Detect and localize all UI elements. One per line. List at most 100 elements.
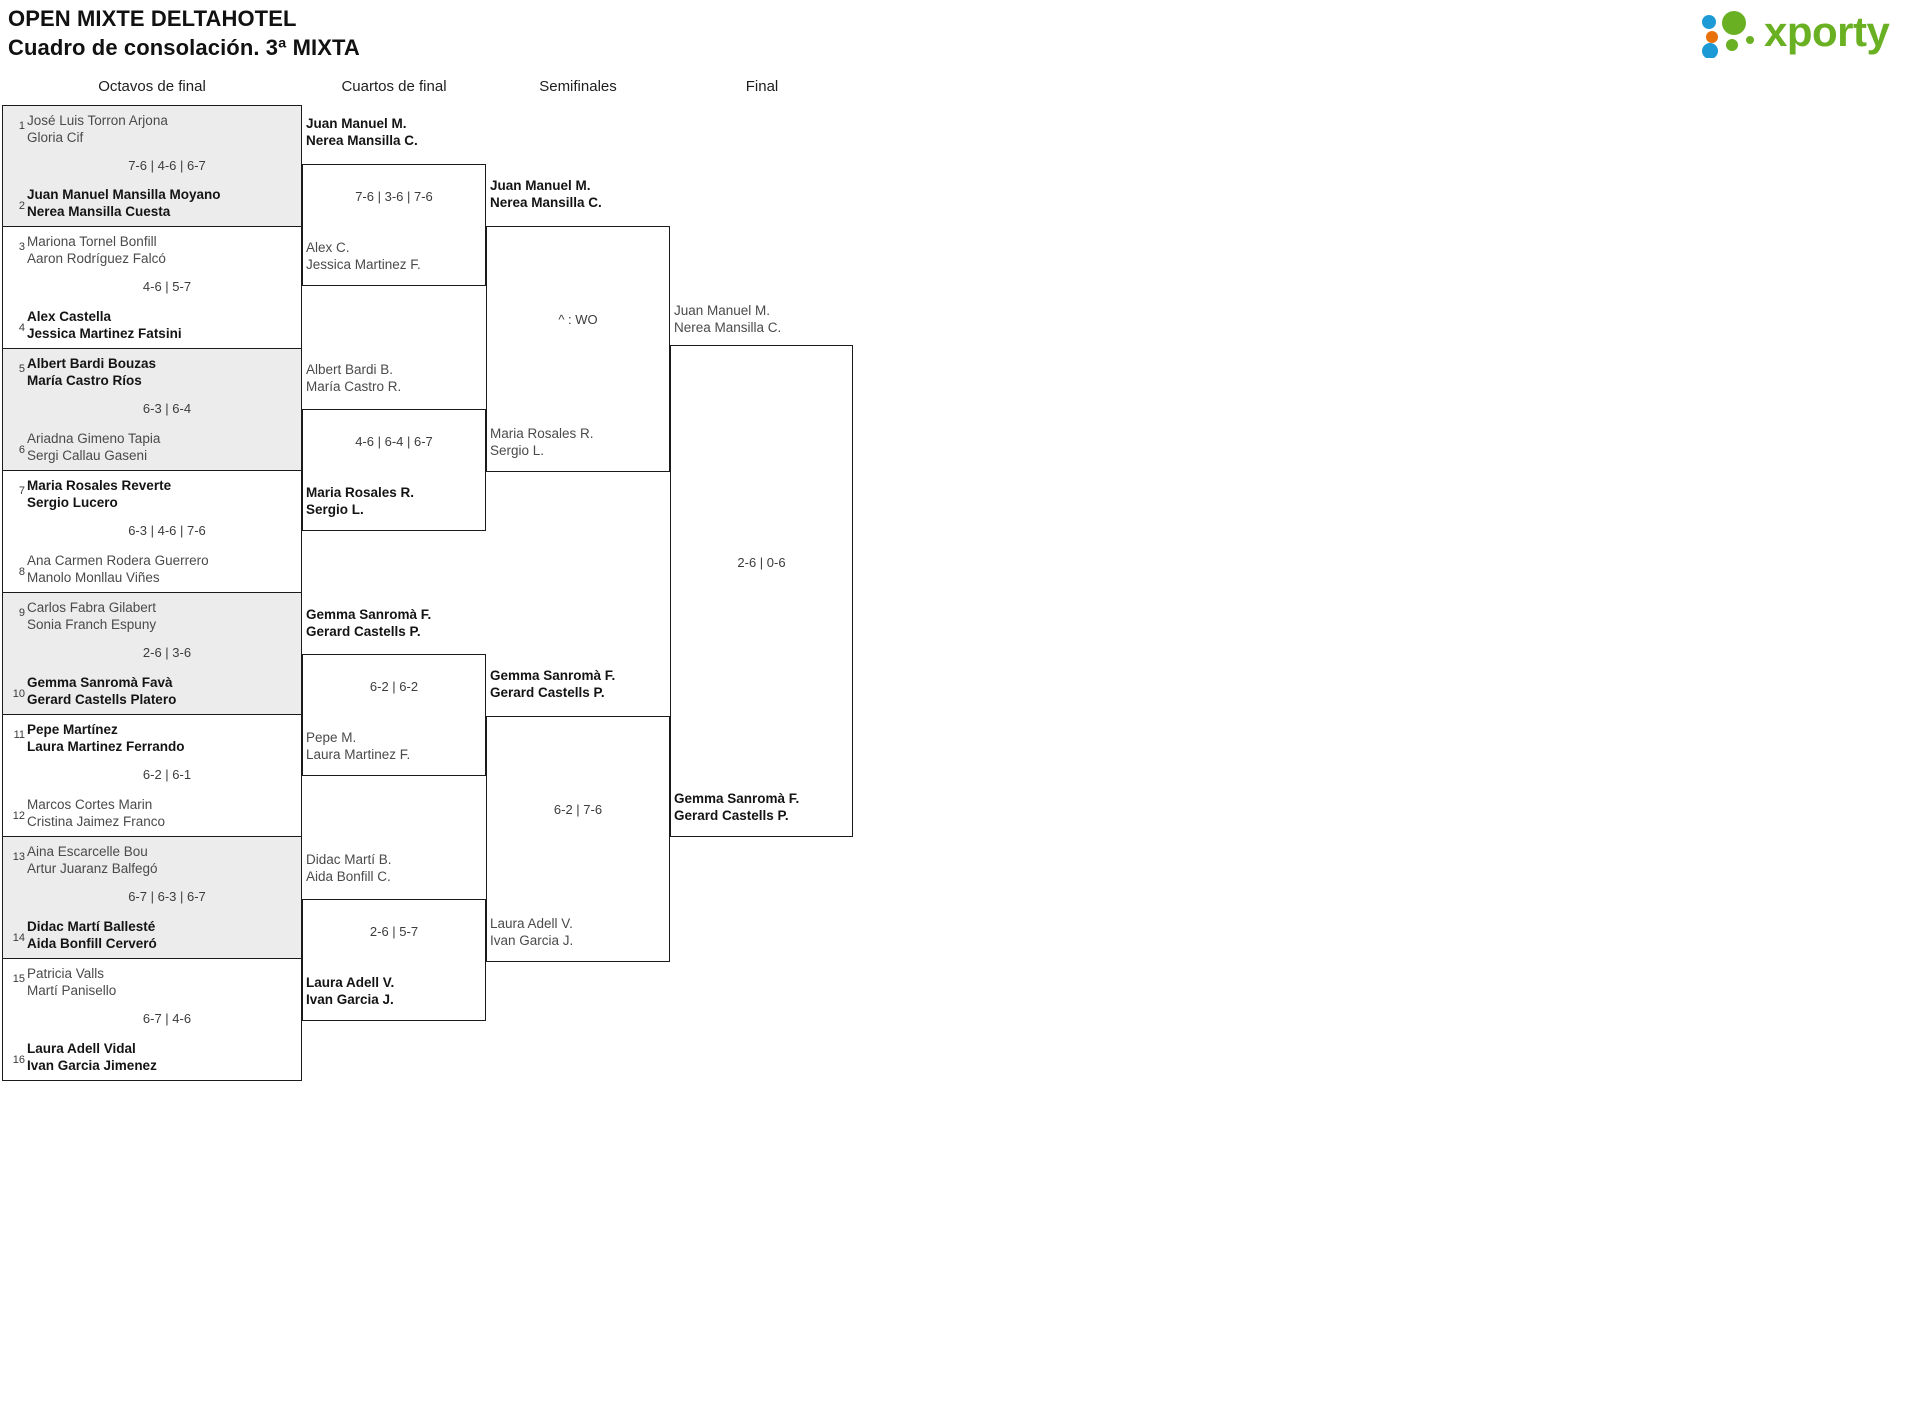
match-score: 6-2 | 6-2 — [369, 679, 419, 694]
match-score: 7-6 | 4-6 | 6-7 — [128, 158, 206, 173]
player-name: Martí Panisello — [27, 983, 117, 998]
player-name: Cristina Jaimez Franco — [27, 814, 166, 829]
competitor-top: Gemma Sanromà F. Gerard Castells P. — [306, 606, 431, 640]
round-octavos-column: 1 José Luis Torron Arjona Gloria Cif 7-6… — [2, 105, 302, 1081]
competitor-top: Albert Bardi Bouzas María Castro Ríos — [27, 355, 156, 389]
competitor-top: Juan Manuel M. Nerea Mansilla C. — [306, 115, 418, 149]
bracket-connector[interactable]: 6-2 | 6-2 — [302, 654, 486, 776]
bracket-connector[interactable]: 4-6 | 6-4 | 6-7 — [302, 409, 486, 531]
competitor-bottom: Marcos Cortes Marin Cristina Jaimez Fran… — [27, 796, 165, 830]
player-name: Albert Bardi Bouzas — [27, 356, 157, 371]
player-name: Gerard Castells P. — [490, 685, 605, 700]
competitor-bottom: Laura Adell Vidal Ivan Garcia Jimenez — [27, 1040, 157, 1074]
player-name: Sonia Franch Espuny — [27, 617, 157, 632]
player-name: Laura Martinez Ferrando — [27, 739, 185, 754]
seed-number: 9 — [18, 607, 25, 619]
player-name: Nerea Mansilla C. — [306, 133, 418, 148]
player-name: María Castro R. — [306, 379, 402, 394]
seed-number: 4 — [18, 322, 25, 334]
draw-subtitle: Cuadro de consolación. 3ª MIXTA — [8, 35, 360, 60]
player-name: Didac Martí Ballesté — [27, 919, 156, 934]
player-name: Gemma Sanromà F. — [306, 607, 432, 622]
player-name: Jessica Martinez Fatsini — [27, 326, 182, 341]
competitor-top: Juan Manuel M. Nerea Mansilla C. — [490, 177, 602, 211]
player-name: Sergio L. — [306, 502, 364, 517]
player-name: Laura Adell V. — [490, 916, 573, 931]
player-name: Ivan Garcia Jimenez — [27, 1058, 157, 1073]
round-heading-final: Final — [745, 78, 779, 95]
player-name: Ariadna Gimeno Tapia — [27, 431, 161, 446]
round-heading-octavos: Octavos de final — [98, 78, 206, 95]
player-name: Maria Rosales R. — [490, 426, 594, 441]
player-name: María Castro Ríos — [27, 373, 142, 388]
match-score: 6-3 | 4-6 | 7-6 — [128, 523, 206, 538]
bracket-connector[interactable]: 7-6 | 3-6 | 7-6 — [302, 164, 486, 286]
player-name: Jessica Martinez F. — [306, 257, 421, 272]
player-name: Maria Rosales Reverte — [27, 478, 172, 493]
player-name: Pepe M. — [306, 730, 357, 745]
seed-number: 12 — [12, 810, 25, 822]
player-name: Ana Carmen Rodera Guerrero — [27, 553, 209, 568]
player-name: Nerea Mansilla C. — [490, 195, 602, 210]
round-heading-cuartos: Cuartos de final — [341, 78, 447, 95]
competitor-top: Pepe Martínez Laura Martinez Ferrando — [27, 721, 185, 755]
match-score: 2-6 | 3-6 — [142, 645, 192, 660]
player-name: Didac Martí B. — [306, 852, 392, 867]
match-row[interactable]: 7 Maria Rosales Reverte Sergio Lucero 6-… — [3, 471, 301, 593]
competitor-bottom: Maria Rosales R. Sergio L. — [490, 425, 594, 459]
match-score: 6-2 | 7-6 — [553, 802, 603, 817]
player-name: Gerard Castells Platero — [27, 692, 177, 707]
player-name: Laura Martinez F. — [306, 747, 411, 762]
player-name: Sergi Callau Gaseni — [27, 448, 148, 463]
match-score: ^ : WO — [558, 312, 598, 327]
match-score: 2-6 | 5-7 — [369, 924, 419, 939]
bracket-connector[interactable]: 2-6 | 0-6 — [670, 345, 853, 837]
player-name: Mariona Tornel Bonfill — [27, 234, 157, 249]
match-row[interactable]: 1 José Luis Torron Arjona Gloria Cif 7-6… — [3, 105, 301, 227]
bracket-connector[interactable]: 2-6 | 5-7 — [302, 899, 486, 1021]
player-name: Patricia Valls — [27, 966, 105, 981]
match-row[interactable]: 11 Pepe Martínez Laura Martinez Ferrando… — [3, 715, 301, 837]
competitor-top: Maria Rosales Reverte Sergio Lucero — [27, 477, 171, 511]
page-title: OPEN MIXTE DELTAHOTEL Cuadro de consolac… — [8, 4, 360, 62]
match-score: 6-7 | 4-6 — [142, 1011, 192, 1026]
player-name: Ivan Garcia J. — [490, 933, 574, 948]
competitor-bottom: Ana Carmen Rodera Guerrero Manolo Monlla… — [27, 552, 209, 586]
player-name: Juan Manuel Mansilla Moyano — [27, 187, 221, 202]
seed-number: 2 — [18, 200, 25, 212]
player-name: Aina Escarcelle Bou — [27, 844, 148, 859]
match-row[interactable]: 3 Mariona Tornel Bonfill Aaron Rodríguez… — [3, 227, 301, 349]
player-name: Aaron Rodríguez Falcó — [27, 251, 166, 266]
match-score: 6-7 | 6-3 | 6-7 — [128, 889, 206, 904]
match-row[interactable]: 5 Albert Bardi Bouzas María Castro Ríos … — [3, 349, 301, 471]
competitor-bottom: Maria Rosales R. Sergio L. — [306, 484, 414, 518]
seed-number: 15 — [12, 973, 25, 985]
player-name: Juan Manuel M. — [490, 178, 591, 193]
seed-number: 16 — [12, 1054, 25, 1066]
match-row[interactable]: 13 Aina Escarcelle Bou Artur Juaranz Bal… — [3, 837, 301, 959]
competitor-bottom: Didac Martí Ballesté Aida Bonfill Cerver… — [27, 918, 157, 952]
match-row[interactable]: 9 Carlos Fabra Gilabert Sonia Franch Esp… — [3, 593, 301, 715]
competitor-bottom: Ariadna Gimeno Tapia Sergi Callau Gaseni — [27, 430, 160, 464]
player-name: Alex C. — [306, 240, 350, 255]
match-score: 6-3 | 6-4 — [142, 401, 192, 416]
player-name: Maria Rosales R. — [306, 485, 415, 500]
player-name: Juan Manuel M. — [306, 116, 407, 131]
logo-wordmark: xporty — [1764, 8, 1890, 55]
seed-number: 1 — [18, 120, 25, 132]
match-row[interactable]: 15 Patricia Valls Martí Panisello 6-7 | … — [3, 959, 301, 1081]
player-name: Sergio Lucero — [27, 495, 118, 510]
competitor-top: Gemma Sanromà F. Gerard Castells P. — [490, 667, 615, 701]
bracket-connector[interactable]: 6-2 | 7-6 — [486, 716, 670, 962]
seed-number: 14 — [12, 932, 25, 944]
bracket-connector[interactable]: ^ : WO — [486, 226, 670, 472]
player-name: Nerea Mansilla C. — [674, 320, 782, 335]
competitor-top: Patricia Valls Martí Panisello — [27, 965, 116, 999]
player-name: Laura Adell V. — [306, 975, 395, 990]
player-name: Nerea Mansilla Cuesta — [27, 204, 171, 219]
competitor-top: Carlos Fabra Gilabert Sonia Franch Espun… — [27, 599, 156, 633]
player-name: Gerard Castells P. — [674, 808, 789, 823]
champion: Gemma Sanromà F. Gerard Castells P. — [674, 790, 799, 824]
player-name: Albert Bardi B. — [306, 362, 394, 377]
